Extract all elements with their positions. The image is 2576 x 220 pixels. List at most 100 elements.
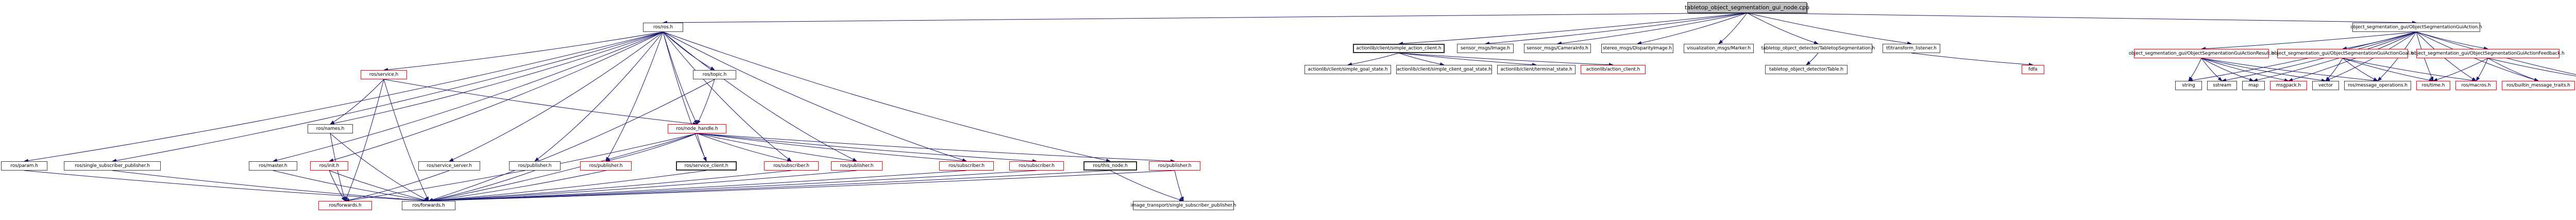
graph-edge — [2201, 58, 2289, 82]
graph-node-osg_action_goal_h[interactable]: object_segmentation_gui/ObjectSegmentati… — [2272, 49, 2414, 58]
graph-edge — [2201, 58, 2378, 82]
graph-edge — [605, 31, 664, 162]
graph-node-ros_node_handle_h[interactable]: ros/node_handle.h — [668, 124, 726, 133]
graph-node-sensor_msgs_camerainfo_h[interactable]: sensor_msgs/CameraInfo.h — [1524, 44, 1591, 53]
graph-node-sensor_msgs_image_h[interactable]: sensor_msgs/Image.h — [1457, 44, 1514, 53]
graph-edge — [329, 170, 346, 201]
graph-edge — [663, 31, 707, 162]
graph-node-osg_action_feedback_h[interactable]: object_segmentation_gui/ObjectSegmentati… — [2411, 49, 2565, 58]
graph-node-map_h[interactable]: map — [2242, 81, 2265, 90]
graph-edge — [2342, 31, 2417, 50]
graph-node-ros_param_h[interactable]: ros/param.h — [1, 161, 47, 171]
graph-edge — [534, 31, 664, 162]
graph-edge — [1637, 12, 1748, 45]
graph-edge — [2487, 58, 2539, 81]
graph-node-ros_service_client_h[interactable]: ros/service_client.h — [676, 161, 737, 171]
graph-edge — [329, 170, 429, 202]
graph-node-root[interactable]: tabletop_object_segmentation_gui_node.cp… — [1685, 2, 1809, 13]
graph-node-vector_h[interactable]: vector — [2312, 81, 2339, 90]
graph-node-ros_builtin_message_traits_h[interactable]: ros/builtin_message_traits.h — [2502, 81, 2575, 90]
graph-node-visualization_msgs_marker_h[interactable]: visualization_msgs/Marker.h — [1684, 44, 1754, 53]
graph-node-actionlib_action_client_h[interactable]: actionlib/action_client.h — [1581, 65, 1646, 74]
graph-edge — [449, 31, 664, 162]
graph-edge — [330, 79, 384, 125]
graph-node-ros_service_server_h[interactable]: ros/service_server.h — [418, 161, 480, 171]
graph-edge — [697, 133, 707, 162]
graph-node-ros_service_h[interactable]: ros/service.h — [361, 70, 407, 79]
graph-node-ros_master_h[interactable]: ros/master.h — [249, 161, 297, 171]
graph-edge — [2201, 58, 2254, 81]
graph-edge — [1174, 170, 1184, 201]
graph-edge — [663, 31, 698, 125]
graph-node-tf_transform_listener_h[interactable]: tf/transform_listener.h — [1883, 44, 1940, 53]
graph-node-ros_subscriber_3_h[interactable]: ros/subscriber.h — [1009, 161, 1064, 171]
graph-node-ros_names_h[interactable]: ros/names.h — [308, 124, 353, 133]
graph-node-ros_subscriber_2_h[interactable]: ros/subscriber.h — [939, 161, 994, 171]
graph-node-stereo_msgs_disparityimage_h[interactable]: stereo_msgs/DisparityImage.h — [1601, 44, 1673, 53]
graph-node-ros_publisher_1_h[interactable]: ros/publisher.h — [509, 161, 561, 171]
graph-edge — [2201, 31, 2417, 51]
graph-node-ros_publisher_3_h[interactable]: ros/publisher.h — [831, 161, 883, 171]
graph-node-msgpack_h[interactable]: msgpack.h — [2270, 81, 2307, 90]
graph-node-ros_ros_h[interactable]: ros/ros.h — [643, 23, 683, 32]
graph-edge — [1557, 12, 1748, 45]
graph-edge — [2201, 58, 2326, 82]
graph-edge — [428, 170, 606, 202]
graph-node-ros_publisher_2_h[interactable]: ros/publisher.h — [580, 161, 632, 171]
graph-node-actionlib_client_goal_state_h[interactable]: actionlib/client/simple_client_goal_stat… — [1396, 65, 1492, 74]
graph-node-object_segmentation_gui_action_h[interactable]: object_segmentation_gui/ObjectSegmentati… — [2350, 23, 2482, 32]
graph-edge — [1398, 53, 1614, 67]
graph-edge — [273, 170, 429, 202]
graph-edge — [1718, 12, 1748, 44]
graph-edge — [1747, 12, 2417, 25]
graph-node-ros_time_h[interactable]: ros/time.h — [2416, 81, 2450, 90]
graph-node-ros_forwards_2_h[interactable]: ros/forwards.h — [402, 201, 455, 210]
graph-edge — [428, 170, 792, 202]
graph-node-ros_macros_h[interactable]: ros/macros.h — [2455, 81, 2497, 90]
graph-edge — [2342, 58, 2434, 82]
graph-node-actionlib_terminal_state_h[interactable]: actionlib/client/terminal_state.h — [1497, 65, 1575, 74]
graph-edge — [1398, 53, 1537, 66]
graph-edge — [697, 133, 1037, 163]
graph-node-ros_init_h[interactable]: ros/init.h — [310, 161, 348, 171]
graph-edge — [428, 170, 1175, 203]
graph-edge — [663, 31, 857, 162]
graph-edge — [2325, 58, 2343, 81]
graph-edge — [428, 170, 707, 202]
graph-node-string_h[interactable]: string — [2175, 81, 2202, 90]
graph-edge — [345, 79, 384, 201]
graph-edge — [1911, 53, 2033, 66]
graph-node-image_transport_ssp_h[interactable]: image_transport/single_subscriber_publis… — [1131, 201, 1236, 210]
graph-node-actionlib_simple_action_client_h[interactable]: actionlib/client/simple_action_client.h — [1353, 44, 1445, 53]
graph-edge — [1485, 12, 1748, 45]
graph-edge — [428, 170, 857, 203]
graph-edge — [2476, 58, 2488, 81]
graph-node-sstream_h[interactable]: sstream — [2207, 81, 2237, 90]
graph-edge — [428, 170, 967, 203]
graph-node-ros_forwards_1_h[interactable]: ros/forwards.h — [318, 201, 372, 210]
graph-node-ros_single_subscriber_publisher_h[interactable]: ros/single_subscriber_publisher.h — [64, 161, 161, 171]
graph-node-ros_this_node_h[interactable]: ros/this_node.h — [1083, 161, 1137, 171]
graph-edge — [273, 31, 664, 162]
graph-node-ros_subscriber_1_h[interactable]: ros/subscriber.h — [764, 161, 819, 171]
graph-node-ros_message_operations_h[interactable]: ros/message_operations.h — [2344, 81, 2411, 90]
graph-node-tabletop_segmentation_h[interactable]: tabletop_object_detector/TabletopSegment… — [1761, 44, 1875, 53]
graph-edge — [663, 31, 967, 162]
graph-node-ros_topic_h[interactable]: ros/topic.h — [693, 70, 736, 79]
graph-edge — [605, 133, 698, 162]
graph-edge — [1110, 170, 1184, 201]
graph-edge — [697, 133, 1175, 163]
graph-node-osg_action_result_h[interactable]: object_segmentation_gui/ObjectSegmentati… — [2129, 49, 2274, 58]
graph-node-actionlib_simple_action_client2_h[interactable]: actionlib/client/simple_goal_state.h — [1304, 65, 1391, 74]
graph-edge — [112, 31, 664, 163]
graph-node-fdfa[interactable]: fdfa — [2022, 65, 2044, 74]
graph-edge — [24, 170, 429, 203]
graph-node-tabletop_object_detector_table_h[interactable]: tabletop_object_detector/Table.h — [1765, 65, 1848, 74]
graph-edge — [383, 79, 429, 201]
graph-node-ros_publisher_4_h[interactable]: ros/publisher.h — [1149, 161, 1200, 171]
graph-edge — [697, 133, 792, 162]
graph-edge — [2342, 58, 2477, 82]
graph-edge — [383, 31, 664, 72]
graph-edge — [697, 133, 857, 163]
